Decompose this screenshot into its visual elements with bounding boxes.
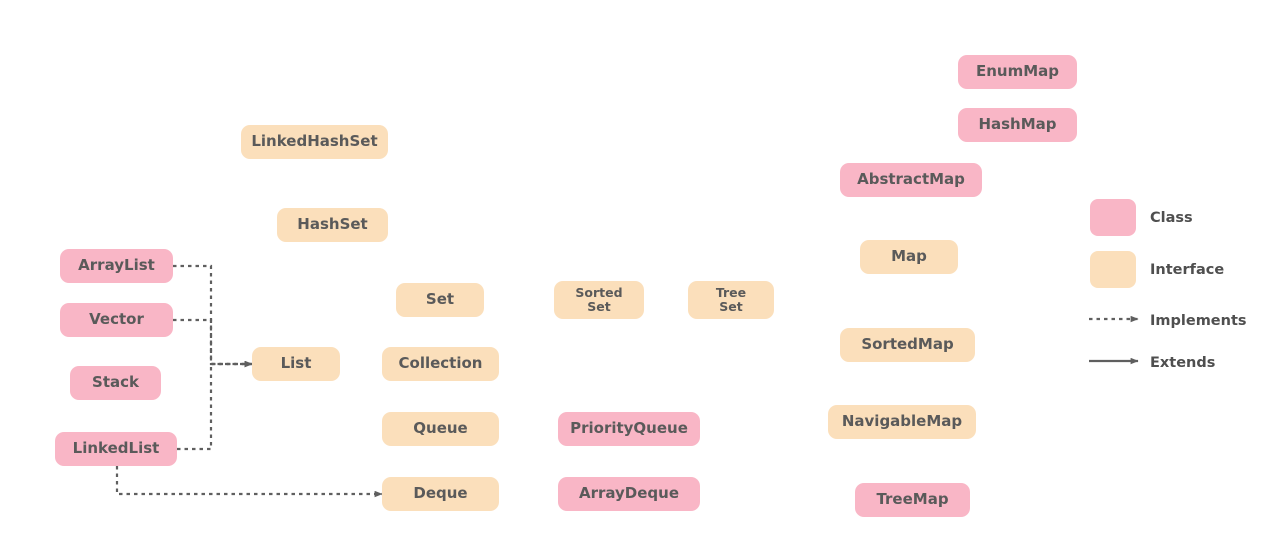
node-treeset[interactable]: Tree Set — [688, 281, 774, 319]
node-deque[interactable]: Deque — [382, 477, 499, 511]
node-list[interactable]: List — [252, 347, 340, 381]
node-set[interactable]: Set — [396, 283, 484, 317]
legend-swatch-class — [1090, 199, 1136, 236]
legend-label-class: Class — [1150, 210, 1193, 226]
node-collection[interactable]: Collection — [382, 347, 499, 381]
node-linkedhashset[interactable]: LinkedHashSet — [241, 125, 388, 159]
node-stack[interactable]: Stack — [70, 366, 161, 400]
legend-label-interface: Interface — [1150, 262, 1225, 278]
node-map[interactable]: Map — [860, 240, 958, 274]
node-enummap[interactable]: EnumMap — [958, 55, 1077, 89]
node-arraydeque[interactable]: ArrayDeque — [558, 477, 700, 511]
node-navigablemap[interactable]: NavigableMap — [828, 405, 976, 439]
edge-linkedlist-to-deque — [115, 466, 383, 498]
node-vector[interactable]: Vector — [60, 303, 173, 337]
legend-label-implements: Implements — [1150, 313, 1247, 329]
legend-implements-line — [1089, 315, 1139, 323]
legend-label-extends: Extends — [1150, 355, 1216, 371]
node-hashset[interactable]: HashSet — [277, 208, 388, 242]
node-abstractmap[interactable]: AbstractMap — [840, 163, 982, 197]
node-sortedset[interactable]: Sorted Set — [554, 281, 644, 319]
node-linkedlist[interactable]: LinkedList — [55, 432, 177, 466]
node-treemap[interactable]: TreeMap — [855, 483, 970, 517]
node-hashmap[interactable]: HashMap — [958, 108, 1077, 142]
legend-swatch-interface — [1090, 251, 1136, 288]
edge-linkedlist-to-list — [177, 360, 253, 451]
node-sortedmap[interactable]: SortedMap — [840, 328, 975, 362]
edge-vector-to-list — [173, 318, 253, 368]
node-priorityqueue[interactable]: PriorityQueue — [558, 412, 700, 446]
node-arraylist[interactable]: ArrayList — [60, 249, 173, 283]
edge-arraylist-to-list — [173, 264, 253, 368]
legend-extends-line — [1089, 357, 1139, 365]
node-queue[interactable]: Queue — [382, 412, 499, 446]
